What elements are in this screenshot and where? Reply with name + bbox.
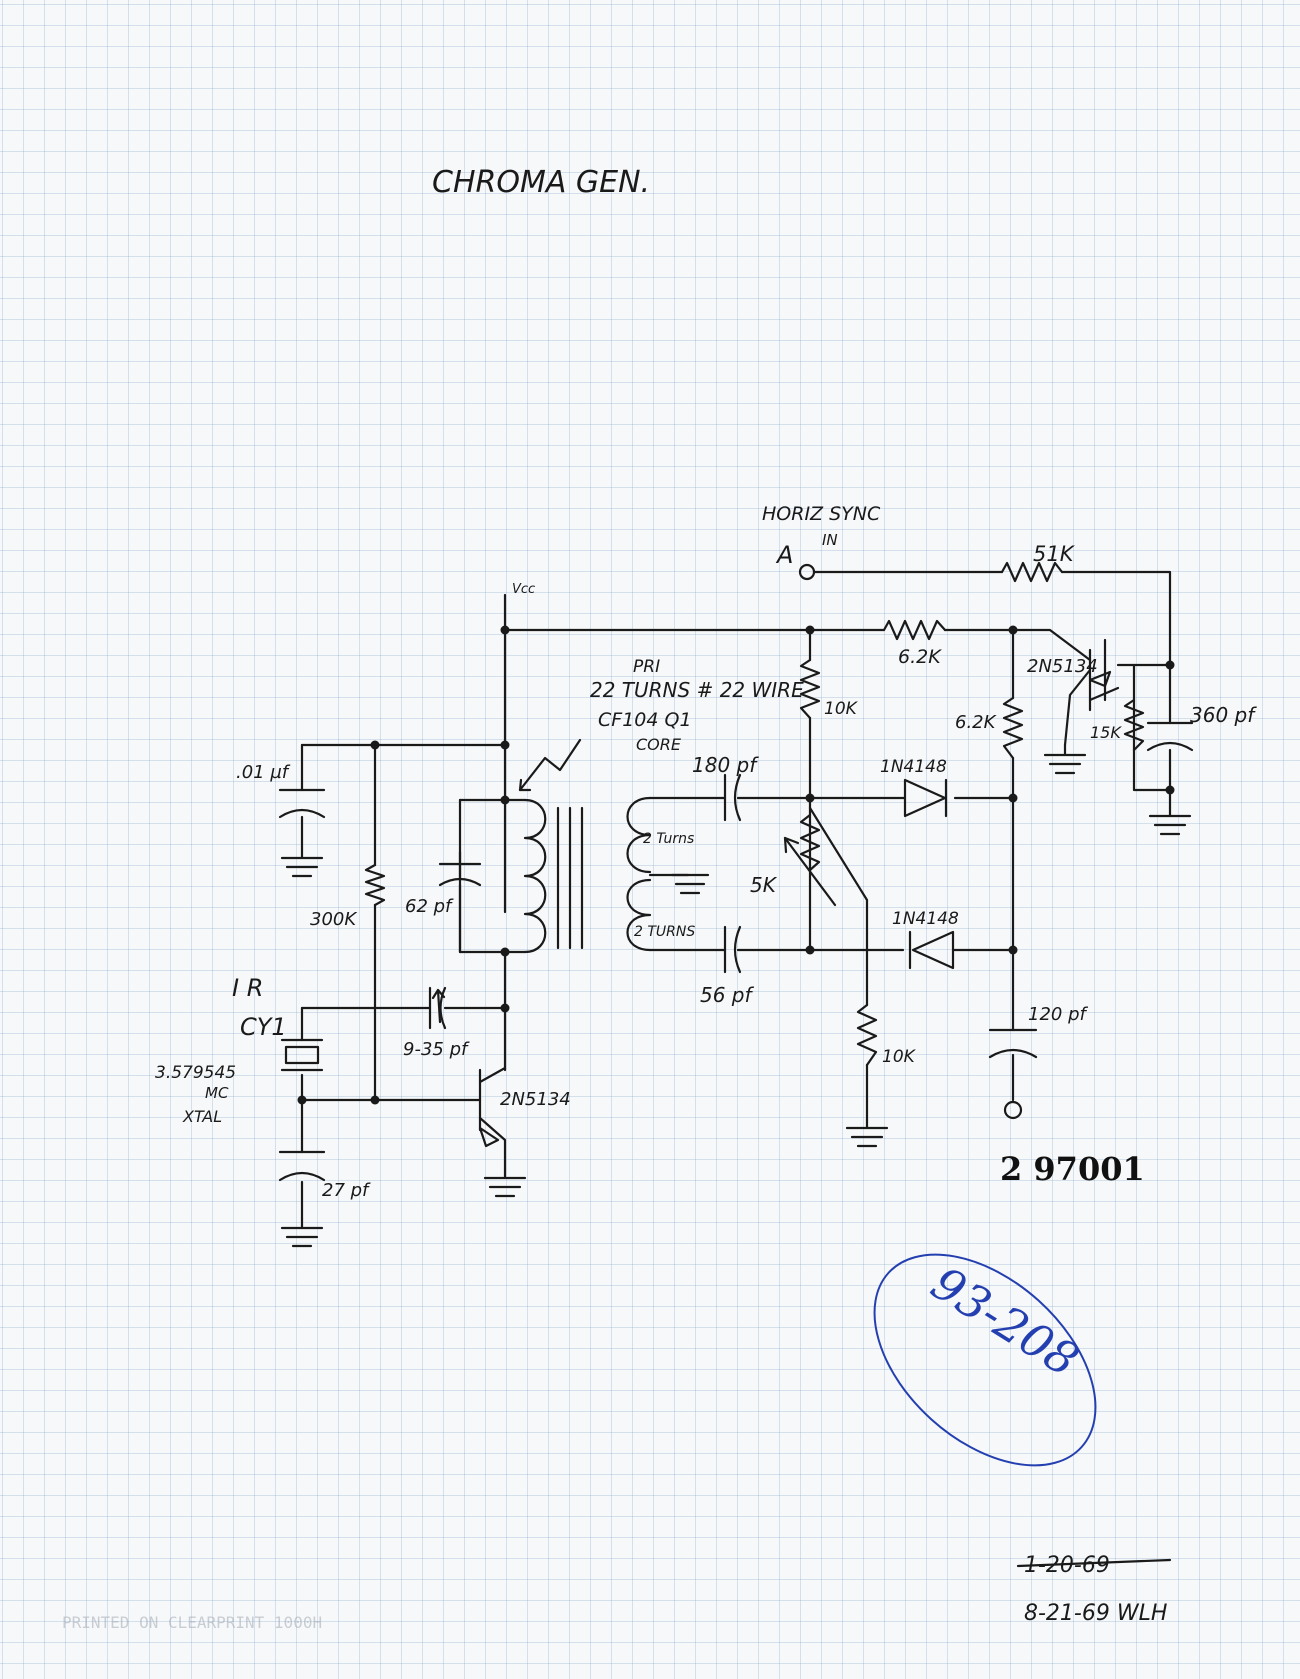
output-terminal — [1003, 1100, 1023, 1120]
label-5k: 5K — [750, 873, 778, 897]
capacitor-27pf — [278, 1150, 326, 1182]
label-62pf: 62 pf — [405, 896, 454, 917]
date-signature: 8-21-69 WLH — [1024, 1601, 1167, 1626]
label-xtal-freq: 3.579545 — [155, 1063, 236, 1083]
transistor-2n5134-top — [1088, 648, 1112, 712]
label-15k: 15K — [1090, 723, 1122, 742]
label-27pf: 27 pf — [322, 1180, 371, 1201]
label-xtal-mc: MC — [205, 1084, 229, 1102]
label-22-turns: 22 TURNS # 22 WIRE — [590, 678, 804, 702]
capacitor-180pf — [723, 773, 742, 822]
stamp-number: 2 97001 — [1000, 1150, 1145, 1188]
label-core: CORE — [636, 735, 682, 754]
resistor-300k — [364, 863, 386, 907]
capacitor-62pf — [438, 862, 482, 887]
label-300k: 300K — [310, 909, 357, 930]
transformer-primary-coil — [523, 798, 547, 954]
label-ir: I R — [232, 974, 263, 1002]
label-d2: 1N4148 — [892, 909, 959, 929]
label-xtal: XTAL — [182, 1107, 222, 1126]
ground-symbols — [280, 743, 1192, 1248]
paper-footer-text: PRINTED ON CLEARPRINT 1000H — [62, 1613, 322, 1632]
label-6k2-top: 6.2K — [898, 646, 942, 668]
label-horiz-in: IN — [822, 531, 838, 549]
label-01uf: .01 µf — [236, 762, 291, 783]
sync-input-terminal — [798, 563, 816, 581]
label-10k-top: 10K — [824, 699, 859, 719]
component-labels: HORIZ SYNC IN A Vcc 51K 6.2K 2N5134 6.2K… — [155, 503, 1257, 1201]
label-vcc: Vcc — [512, 582, 535, 597]
diode-1n4148-bottom — [908, 930, 955, 970]
label-360pf: 360 pf — [1190, 703, 1257, 727]
label-core-part: CF104 Q1 — [598, 709, 692, 731]
coil-pointer-arrow — [518, 738, 582, 792]
potentiometer-5k — [783, 813, 837, 907]
schematic-title: CHROMA GEN. — [432, 165, 650, 200]
label-q-bottom: 2N5134 — [500, 1089, 571, 1110]
label-51k: 51K — [1033, 542, 1076, 566]
label-10k-bottom: 10K — [882, 1047, 917, 1067]
resistor-10k-bottom — [856, 1003, 878, 1067]
label-node-a: A — [775, 541, 793, 569]
blue-circled-note: 93-208 — [873, 1253, 1097, 1467]
label-120pf: 120 pf — [1028, 1004, 1089, 1025]
transistor-2n5134-bottom — [478, 1126, 500, 1148]
label-horiz-sync: HORIZ SYNC — [762, 503, 881, 525]
diode-1n4148-top — [903, 778, 948, 818]
resistor-10k-top — [799, 658, 821, 720]
capacitor-01uf — [278, 788, 326, 819]
resistor-15k — [1123, 698, 1145, 752]
capacitor-9-35pf — [428, 986, 447, 1030]
label-cy1: CY1 — [240, 1013, 287, 1041]
capacitor-56pf — [723, 925, 742, 974]
crystal-xtal — [280, 1038, 324, 1072]
label-q-top: 2N5134 — [1027, 656, 1098, 677]
label-56pf: 56 pf — [700, 983, 755, 1007]
label-two-turns-a: 2 Turns — [643, 831, 694, 847]
transformer-secondary-coil — [626, 796, 710, 952]
label-d1: 1N4148 — [880, 757, 947, 777]
label-pri: PRI — [633, 657, 660, 677]
label-two-turns-b: 2 TURNS — [634, 924, 695, 940]
resistor-6k2-top — [882, 619, 947, 641]
resistor-51k — [1000, 561, 1064, 583]
transformer-core — [556, 806, 584, 950]
resistor-6k2-side — [1002, 696, 1024, 760]
label-9-35pf: 9-35 pf — [403, 1039, 470, 1060]
capacitor-360pf — [1146, 721, 1194, 752]
strike-line — [1016, 1558, 1172, 1568]
label-180pf: 180 pf — [692, 753, 759, 777]
junctions — [297, 625, 1175, 1105]
capacitor-120pf — [988, 1028, 1038, 1059]
label-6k2-side: 6.2K — [955, 712, 997, 733]
